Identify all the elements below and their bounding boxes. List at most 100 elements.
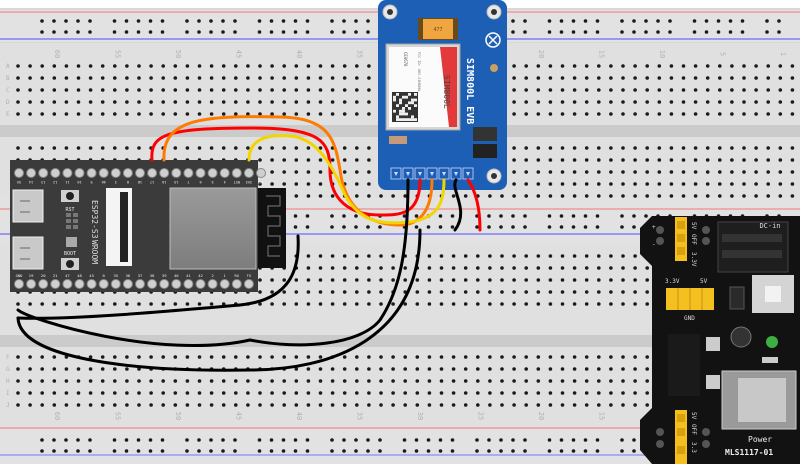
breadboard-hole[interactable] — [633, 379, 637, 383]
rail-hole[interactable] — [765, 19, 769, 23]
breadboard-hole[interactable] — [16, 100, 20, 104]
rail-hole[interactable] — [64, 438, 68, 442]
breadboard-hole[interactable] — [221, 112, 226, 116]
breadboard-hole[interactable] — [342, 254, 347, 258]
rail-hole[interactable] — [716, 19, 721, 23]
rail-hole[interactable] — [438, 225, 443, 229]
rail-hole[interactable] — [378, 449, 382, 453]
rail-hole[interactable] — [438, 214, 443, 218]
breadboard-hole[interactable] — [88, 391, 93, 395]
breadboard-hole[interactable] — [524, 194, 528, 198]
rail-hole[interactable] — [656, 19, 660, 23]
rail-hole[interactable] — [366, 30, 370, 34]
breadboard-hole[interactable] — [500, 355, 504, 359]
breadboard-hole[interactable] — [367, 302, 371, 306]
breadboard-hole[interactable] — [161, 100, 165, 104]
breadboard-hole[interactable] — [318, 146, 323, 150]
breadboard-hole[interactable] — [246, 403, 250, 407]
breadboard-hole[interactable] — [342, 302, 347, 306]
breadboard-hole[interactable] — [451, 367, 456, 371]
breadboard-hole[interactable] — [572, 302, 577, 306]
breadboard-hole[interactable] — [306, 100, 311, 104]
breadboard-hole[interactable] — [16, 64, 20, 68]
breadboard-hole[interactable] — [282, 355, 287, 359]
breadboard-hole[interactable] — [669, 146, 674, 150]
breadboard-hole[interactable] — [113, 302, 117, 306]
rail-hole[interactable] — [269, 19, 274, 23]
breadboard-hole[interactable] — [633, 112, 637, 116]
breadboard-hole[interactable] — [330, 278, 335, 282]
rail-hole[interactable] — [112, 19, 117, 23]
breadboard-hole[interactable] — [657, 194, 662, 198]
rail-hole[interactable] — [76, 30, 80, 34]
breadboard-hole[interactable] — [584, 254, 589, 258]
breadboard-hole[interactable] — [88, 76, 93, 80]
breadboard-hole[interactable] — [415, 367, 420, 371]
breadboard-hole[interactable] — [621, 302, 625, 306]
esp32-pin[interactable] — [159, 279, 170, 289]
breadboard-hole[interactable] — [137, 76, 141, 80]
breadboard-hole[interactable] — [234, 146, 238, 150]
rail-hole[interactable] — [620, 438, 624, 442]
breadboard-hole[interactable] — [500, 391, 504, 395]
breadboard-hole[interactable] — [270, 302, 274, 306]
breadboard-hole[interactable] — [681, 100, 686, 104]
breadboard-hole[interactable] — [185, 100, 190, 104]
breadboard-hole[interactable] — [754, 182, 758, 186]
breadboard-hole[interactable] — [560, 266, 565, 270]
breadboard-hole[interactable] — [778, 100, 783, 104]
esp32-pin[interactable] — [195, 279, 206, 289]
breadboard-hole[interactable] — [294, 158, 299, 162]
rail-hole[interactable] — [426, 449, 431, 453]
breadboard-hole[interactable] — [488, 266, 492, 270]
breadboard-hole[interactable] — [64, 403, 69, 407]
breadboard-hole[interactable] — [536, 76, 541, 80]
breadboard-hole[interactable] — [705, 146, 710, 150]
breadboard-hole[interactable] — [294, 278, 299, 282]
rail-hole[interactable] — [124, 30, 129, 34]
breadboard-hole[interactable] — [524, 112, 528, 116]
breadboard-hole[interactable] — [258, 64, 262, 68]
breadboard-hole[interactable] — [282, 379, 287, 383]
breadboard-hole[interactable] — [64, 76, 69, 80]
breadboard-hole[interactable] — [609, 391, 613, 395]
breadboard-hole[interactable] — [621, 112, 625, 116]
breadboard-hole[interactable] — [693, 146, 698, 150]
breadboard-hole[interactable] — [234, 403, 238, 407]
breadboard-hole[interactable] — [609, 76, 613, 80]
breadboard-hole[interactable] — [342, 278, 347, 282]
breadboard-hole[interactable] — [16, 146, 20, 150]
breadboard-hole[interactable] — [790, 112, 795, 116]
breadboard-hole[interactable] — [512, 355, 516, 359]
rail-hole[interactable] — [487, 214, 491, 218]
breadboard-hole[interactable] — [645, 100, 649, 104]
breadboard-hole[interactable] — [76, 146, 81, 150]
breadboard-hole[interactable] — [306, 379, 311, 383]
breadboard-hole[interactable] — [173, 64, 178, 68]
breadboard-hole[interactable] — [548, 76, 553, 80]
breadboard-hole[interactable] — [500, 254, 504, 258]
breadboard-hole[interactable] — [415, 290, 420, 294]
breadboard-hole[interactable] — [355, 355, 359, 359]
breadboard-hole[interactable] — [16, 367, 20, 371]
breadboard-hole[interactable] — [536, 391, 541, 395]
rail-hole[interactable] — [559, 438, 564, 442]
rail-hole[interactable] — [704, 19, 709, 23]
breadboard-hole[interactable] — [536, 290, 541, 294]
breadboard-hole[interactable] — [330, 112, 335, 116]
breadboard-hole[interactable] — [173, 100, 178, 104]
esp32-pin[interactable] — [26, 279, 37, 289]
breadboard-hole[interactable] — [778, 182, 783, 186]
breadboard-hole[interactable] — [657, 182, 662, 186]
breadboard-hole[interactable] — [705, 170, 710, 174]
breadboard-hole[interactable] — [16, 112, 20, 116]
breadboard-hole[interactable] — [633, 182, 637, 186]
breadboard-hole[interactable] — [342, 170, 347, 174]
breadboard-hole[interactable] — [451, 355, 456, 359]
breadboard-hole[interactable] — [584, 194, 589, 198]
breadboard-hole[interactable] — [597, 302, 601, 306]
breadboard-hole[interactable] — [185, 355, 190, 359]
esp32-pin[interactable] — [195, 168, 206, 178]
rail-hole[interactable] — [293, 449, 298, 453]
breadboard-hole[interactable] — [149, 100, 153, 104]
